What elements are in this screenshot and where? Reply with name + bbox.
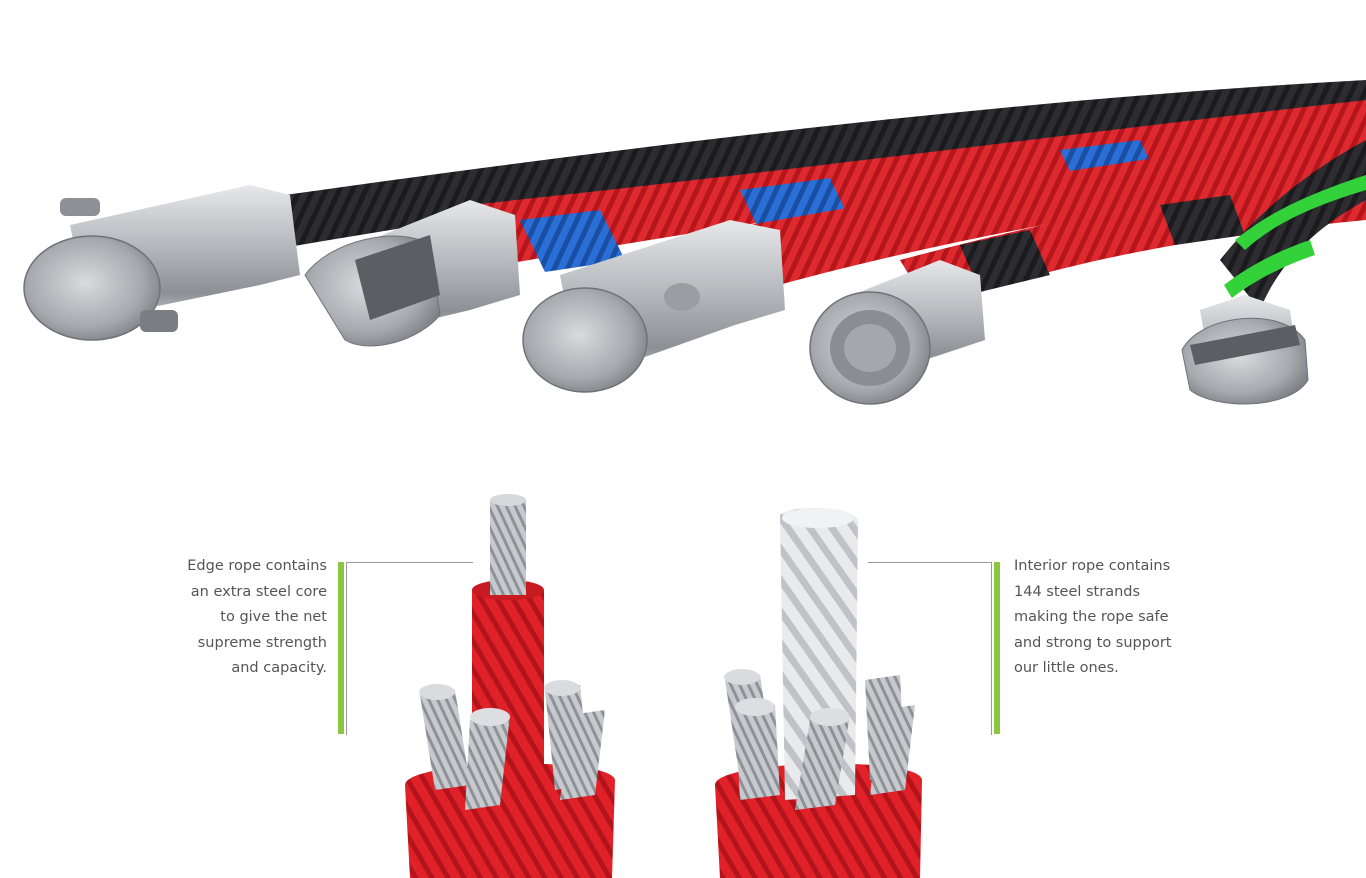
interior-rope-caption-line: and strong to support: [1014, 634, 1172, 651]
rope-ends-photo: [23, 80, 1366, 405]
interior-rope-caption-line: 144 steel strands: [1014, 583, 1141, 600]
interior-rope-caption: Interior rope contains 144 steel strands…: [1014, 554, 1234, 682]
edge-rope-caption-line: an extra steel core: [190, 583, 327, 600]
interior-rope-caption-line: making the rope safe: [1014, 609, 1169, 625]
edge-rope-caption-line: and capacity.: [231, 660, 327, 676]
edge-rope-caption-line: to give the net: [220, 609, 327, 625]
edge-rope-caption: Edge rope contains an extra steel core t…: [120, 554, 327, 682]
leader-line-right: [868, 562, 992, 735]
accent-bar-right: [994, 562, 1000, 734]
accent-bar-left: [338, 562, 344, 734]
interior-rope-caption-line: our little ones.: [1014, 660, 1119, 676]
leader-line-left: [346, 562, 473, 735]
edge-rope-caption-line: supreme strength: [197, 634, 327, 651]
steel-core-cross-section: [405, 494, 922, 878]
edge-rope-caption-line: Edge rope contains: [187, 558, 327, 574]
interior-rope-caption-line: Interior rope contains: [1014, 558, 1171, 574]
